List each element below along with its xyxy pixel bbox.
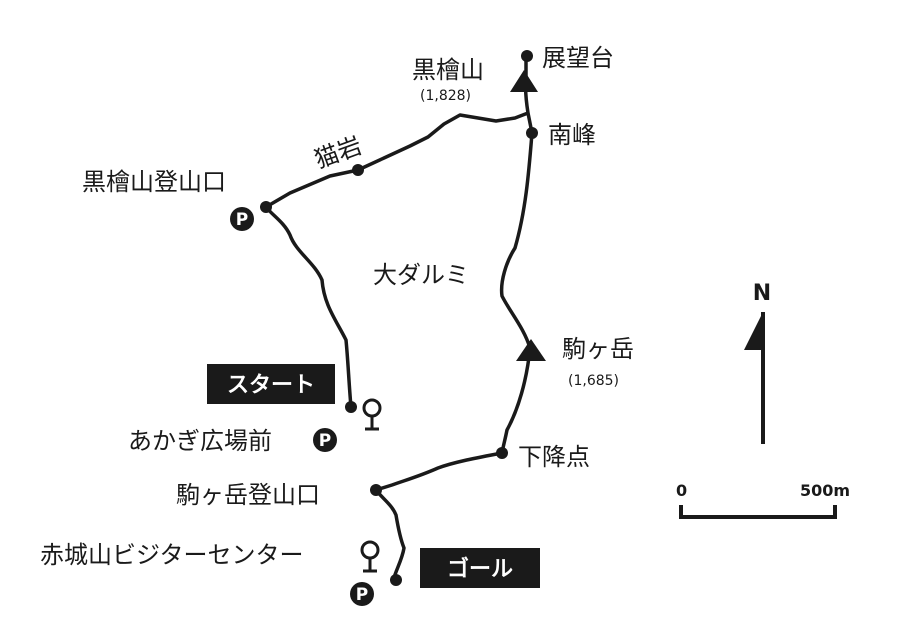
komagatake-trailhead-dot <box>370 484 382 496</box>
svg-text:P: P <box>319 431 331 451</box>
goal-tag: ゴール <box>420 548 540 588</box>
bus-stop-icon <box>362 398 382 431</box>
komagatake-label: 駒ヶ岳 <box>562 335 634 363</box>
kakoten-label: 下降点 <box>518 443 590 471</box>
odarumi-label: 大ダルミ <box>373 261 469 289</box>
kakoten-dot <box>496 447 508 459</box>
kurobisan-elevation: (1,828) <box>420 88 471 104</box>
kurobisan-summit-icon <box>510 70 538 92</box>
scale-max-label: 500m <box>800 481 850 500</box>
komagatake-trailhead-label: 駒ヶ岳登山口 <box>176 481 320 509</box>
minamimine-dot <box>526 127 538 139</box>
nekoiwa-dot <box>352 164 364 176</box>
visitor-center-label: 赤城山ビジターセンター <box>40 541 304 569</box>
akagi-hiroba-mae-label: あかぎ広場前 <box>128 427 272 455</box>
kurobisan-trailhead-dot <box>260 201 272 213</box>
parking-icon: P <box>313 428 337 452</box>
kurobisan-trailhead-label: 黒檜山登山口 <box>82 168 226 196</box>
komagatake-elevation: (1,685) <box>568 373 619 389</box>
scale-bar: 0 500m <box>676 481 850 519</box>
svg-text:ゴール: ゴール <box>447 556 513 582</box>
svg-text:P: P <box>236 210 248 230</box>
goal-dot <box>390 574 402 586</box>
parking-icon: P <box>230 207 254 231</box>
svg-text:P: P <box>356 585 368 605</box>
svg-text:N: N <box>753 281 771 306</box>
svg-text:スタート: スタート <box>227 373 315 398</box>
scale-zero-label: 0 <box>676 481 687 500</box>
komagatake-summit-icon <box>516 339 546 361</box>
kurobisan-label: 黒檜山 <box>412 56 484 84</box>
north-arrow-icon: N <box>744 281 771 444</box>
bus-stop-icon <box>360 540 380 573</box>
parking-icon: P <box>350 582 374 606</box>
tenbodai-dot <box>521 50 533 62</box>
start-tag: スタート <box>207 364 335 404</box>
start-dot <box>345 401 357 413</box>
minamimine-label: 南峰 <box>548 121 596 149</box>
tenbodai-label: 展望台 <box>542 44 614 72</box>
